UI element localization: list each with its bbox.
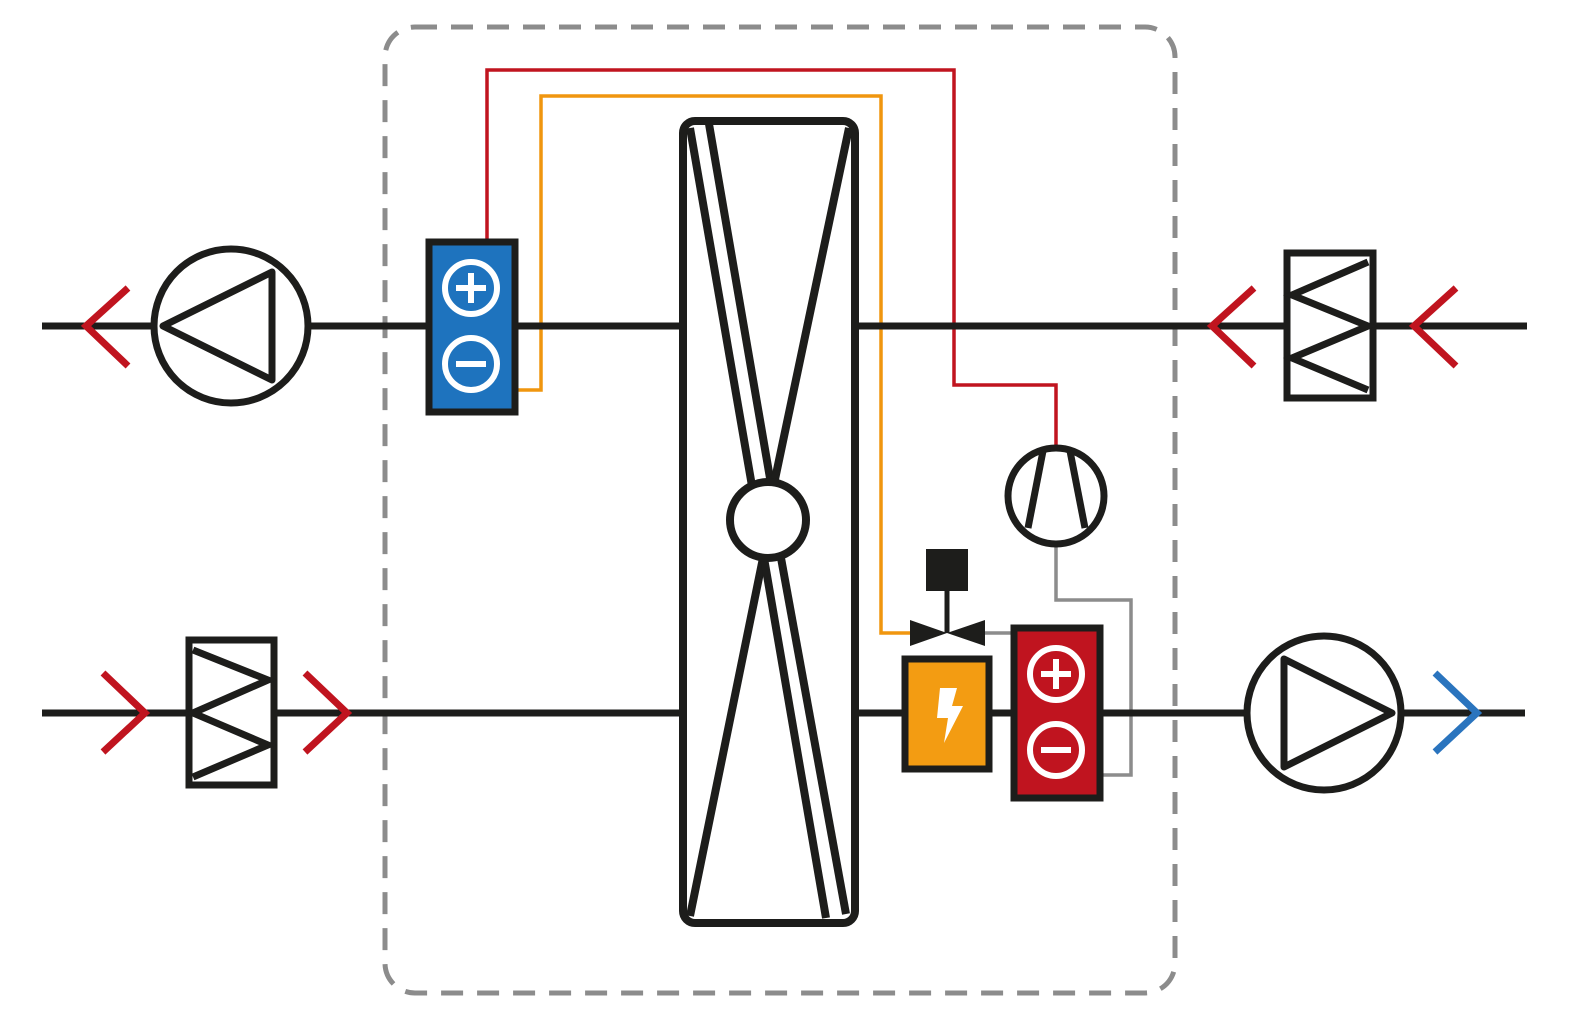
flow-arrow-icon: [1432, 670, 1483, 755]
filter-supply-icon: [184, 636, 278, 789]
flow-arrow-icon: [302, 670, 353, 755]
electric-heater-icon: [901, 655, 993, 773]
expansion-valve-icon: [910, 549, 985, 646]
rotary-heat-exchanger-icon: [679, 117, 859, 927]
flow-arrow-icon: [80, 285, 131, 369]
orange-pipe: [515, 94, 912, 635]
unit-enclosure: [382, 24, 1178, 996]
flow-arrow-icon: [1408, 285, 1459, 369]
lightning-icon: [937, 688, 963, 743]
supply-fan-icon: [1243, 632, 1405, 794]
cooling-coil-icon: [425, 238, 519, 416]
exhaust-fan-icon: [150, 245, 312, 407]
hot-gas-pipe: [485, 68, 1058, 448]
compressor-icon: [1004, 444, 1108, 548]
filter-outdoor-icon: [1282, 249, 1378, 402]
flow-arrow-icon: [1206, 285, 1257, 369]
heating-coil-icon: [1010, 624, 1104, 802]
gray-pipe-compressor: [1054, 545, 1133, 777]
flow-arrow-icon: [100, 670, 151, 755]
